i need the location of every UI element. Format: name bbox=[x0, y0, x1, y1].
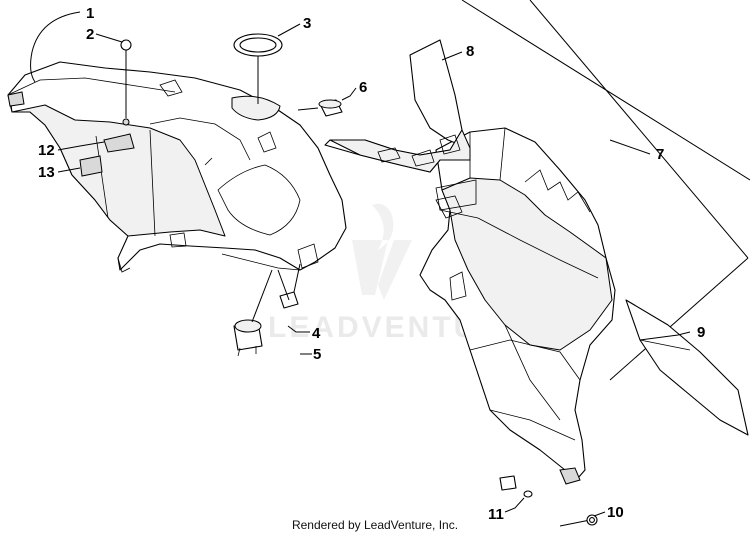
callout-12: 12 bbox=[38, 142, 55, 159]
nut-clip-part bbox=[499, 475, 533, 498]
callout-7: 7 bbox=[656, 146, 664, 163]
callout-1: 1 bbox=[86, 5, 94, 22]
callout-2: 2 bbox=[86, 26, 94, 43]
callout-11: 11 bbox=[488, 506, 504, 523]
label-decal-13 bbox=[79, 155, 103, 177]
small-cap-part bbox=[318, 99, 343, 117]
clip-part bbox=[277, 269, 299, 309]
ignition-switch-part bbox=[233, 269, 273, 357]
tank-console-cover bbox=[7, 61, 347, 273]
callout-13: 13 bbox=[38, 164, 55, 181]
wedge-panel-part bbox=[625, 299, 749, 436]
callout-3: 3 bbox=[303, 15, 311, 32]
screw-part bbox=[120, 39, 132, 126]
label-decal-12 bbox=[103, 133, 135, 153]
side-fairing-panel bbox=[419, 127, 616, 485]
fuel-cap-ring-part bbox=[233, 33, 283, 104]
upper-bracket-part bbox=[324, 39, 477, 211]
callout-10: 10 bbox=[607, 504, 624, 521]
watermark-logo-icon bbox=[352, 203, 412, 300]
callout-6: 6 bbox=[359, 79, 367, 96]
callout-4: 4 bbox=[312, 325, 321, 342]
bolt-part bbox=[559, 514, 598, 527]
callout-9: 9 bbox=[697, 324, 705, 341]
callout-8: 8 bbox=[466, 43, 474, 60]
leader-lines bbox=[30, 11, 691, 517]
callout-5: 5 bbox=[313, 346, 321, 363]
fairing-boundary-line bbox=[529, 0, 749, 259]
render-credit: Rendered by LeadVenture, Inc. bbox=[291, 518, 459, 532]
top-edge-line bbox=[461, 0, 750, 181]
fairing-boundary-line-lower bbox=[609, 257, 749, 381]
